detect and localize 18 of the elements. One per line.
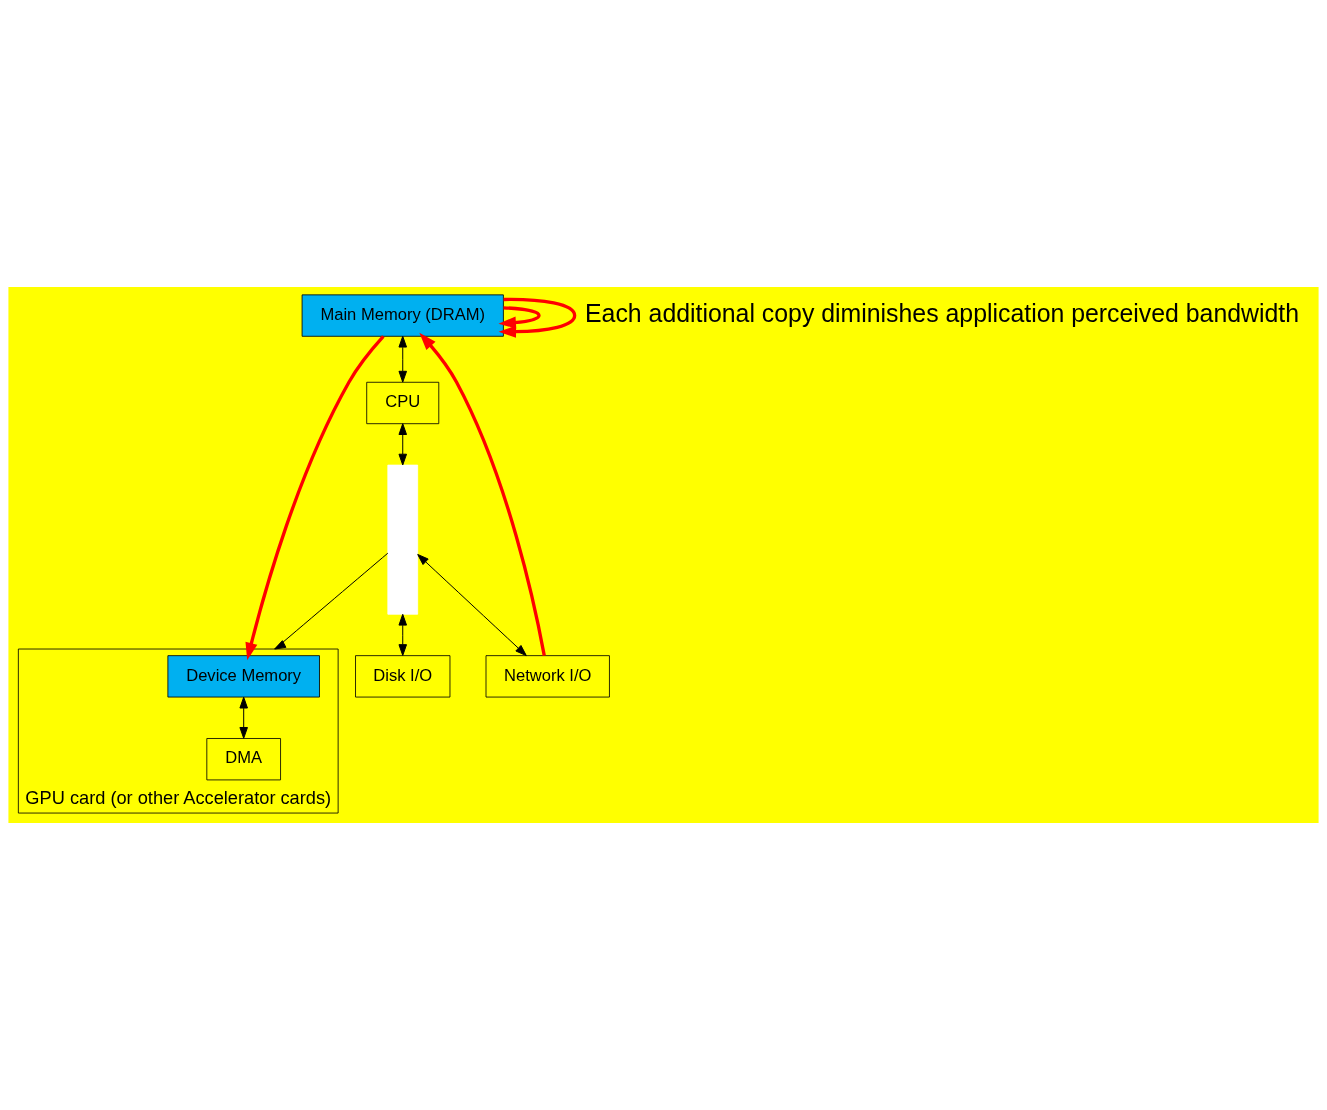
arrow <box>239 696 248 739</box>
node-box: Device Memory <box>167 655 320 698</box>
arrow <box>498 306 541 329</box>
node-box: Disk I/O <box>355 655 451 698</box>
arrow <box>419 332 546 656</box>
node-box: Network I/O <box>485 655 610 698</box>
arrow <box>398 613 407 656</box>
node-bar <box>387 464 419 615</box>
arrow <box>245 335 385 661</box>
node-box: CPU <box>366 381 440 425</box>
arrow <box>398 335 407 383</box>
arrow <box>398 423 407 466</box>
arrow <box>498 297 577 338</box>
label: Each additional copy diminishes application perceived bandwidth <box>585 299 1300 327</box>
node-box: DMA <box>206 738 281 781</box>
node-box: Main Memory (DRAM) <box>301 294 504 337</box>
arrow <box>274 552 389 650</box>
arrow <box>417 553 527 657</box>
